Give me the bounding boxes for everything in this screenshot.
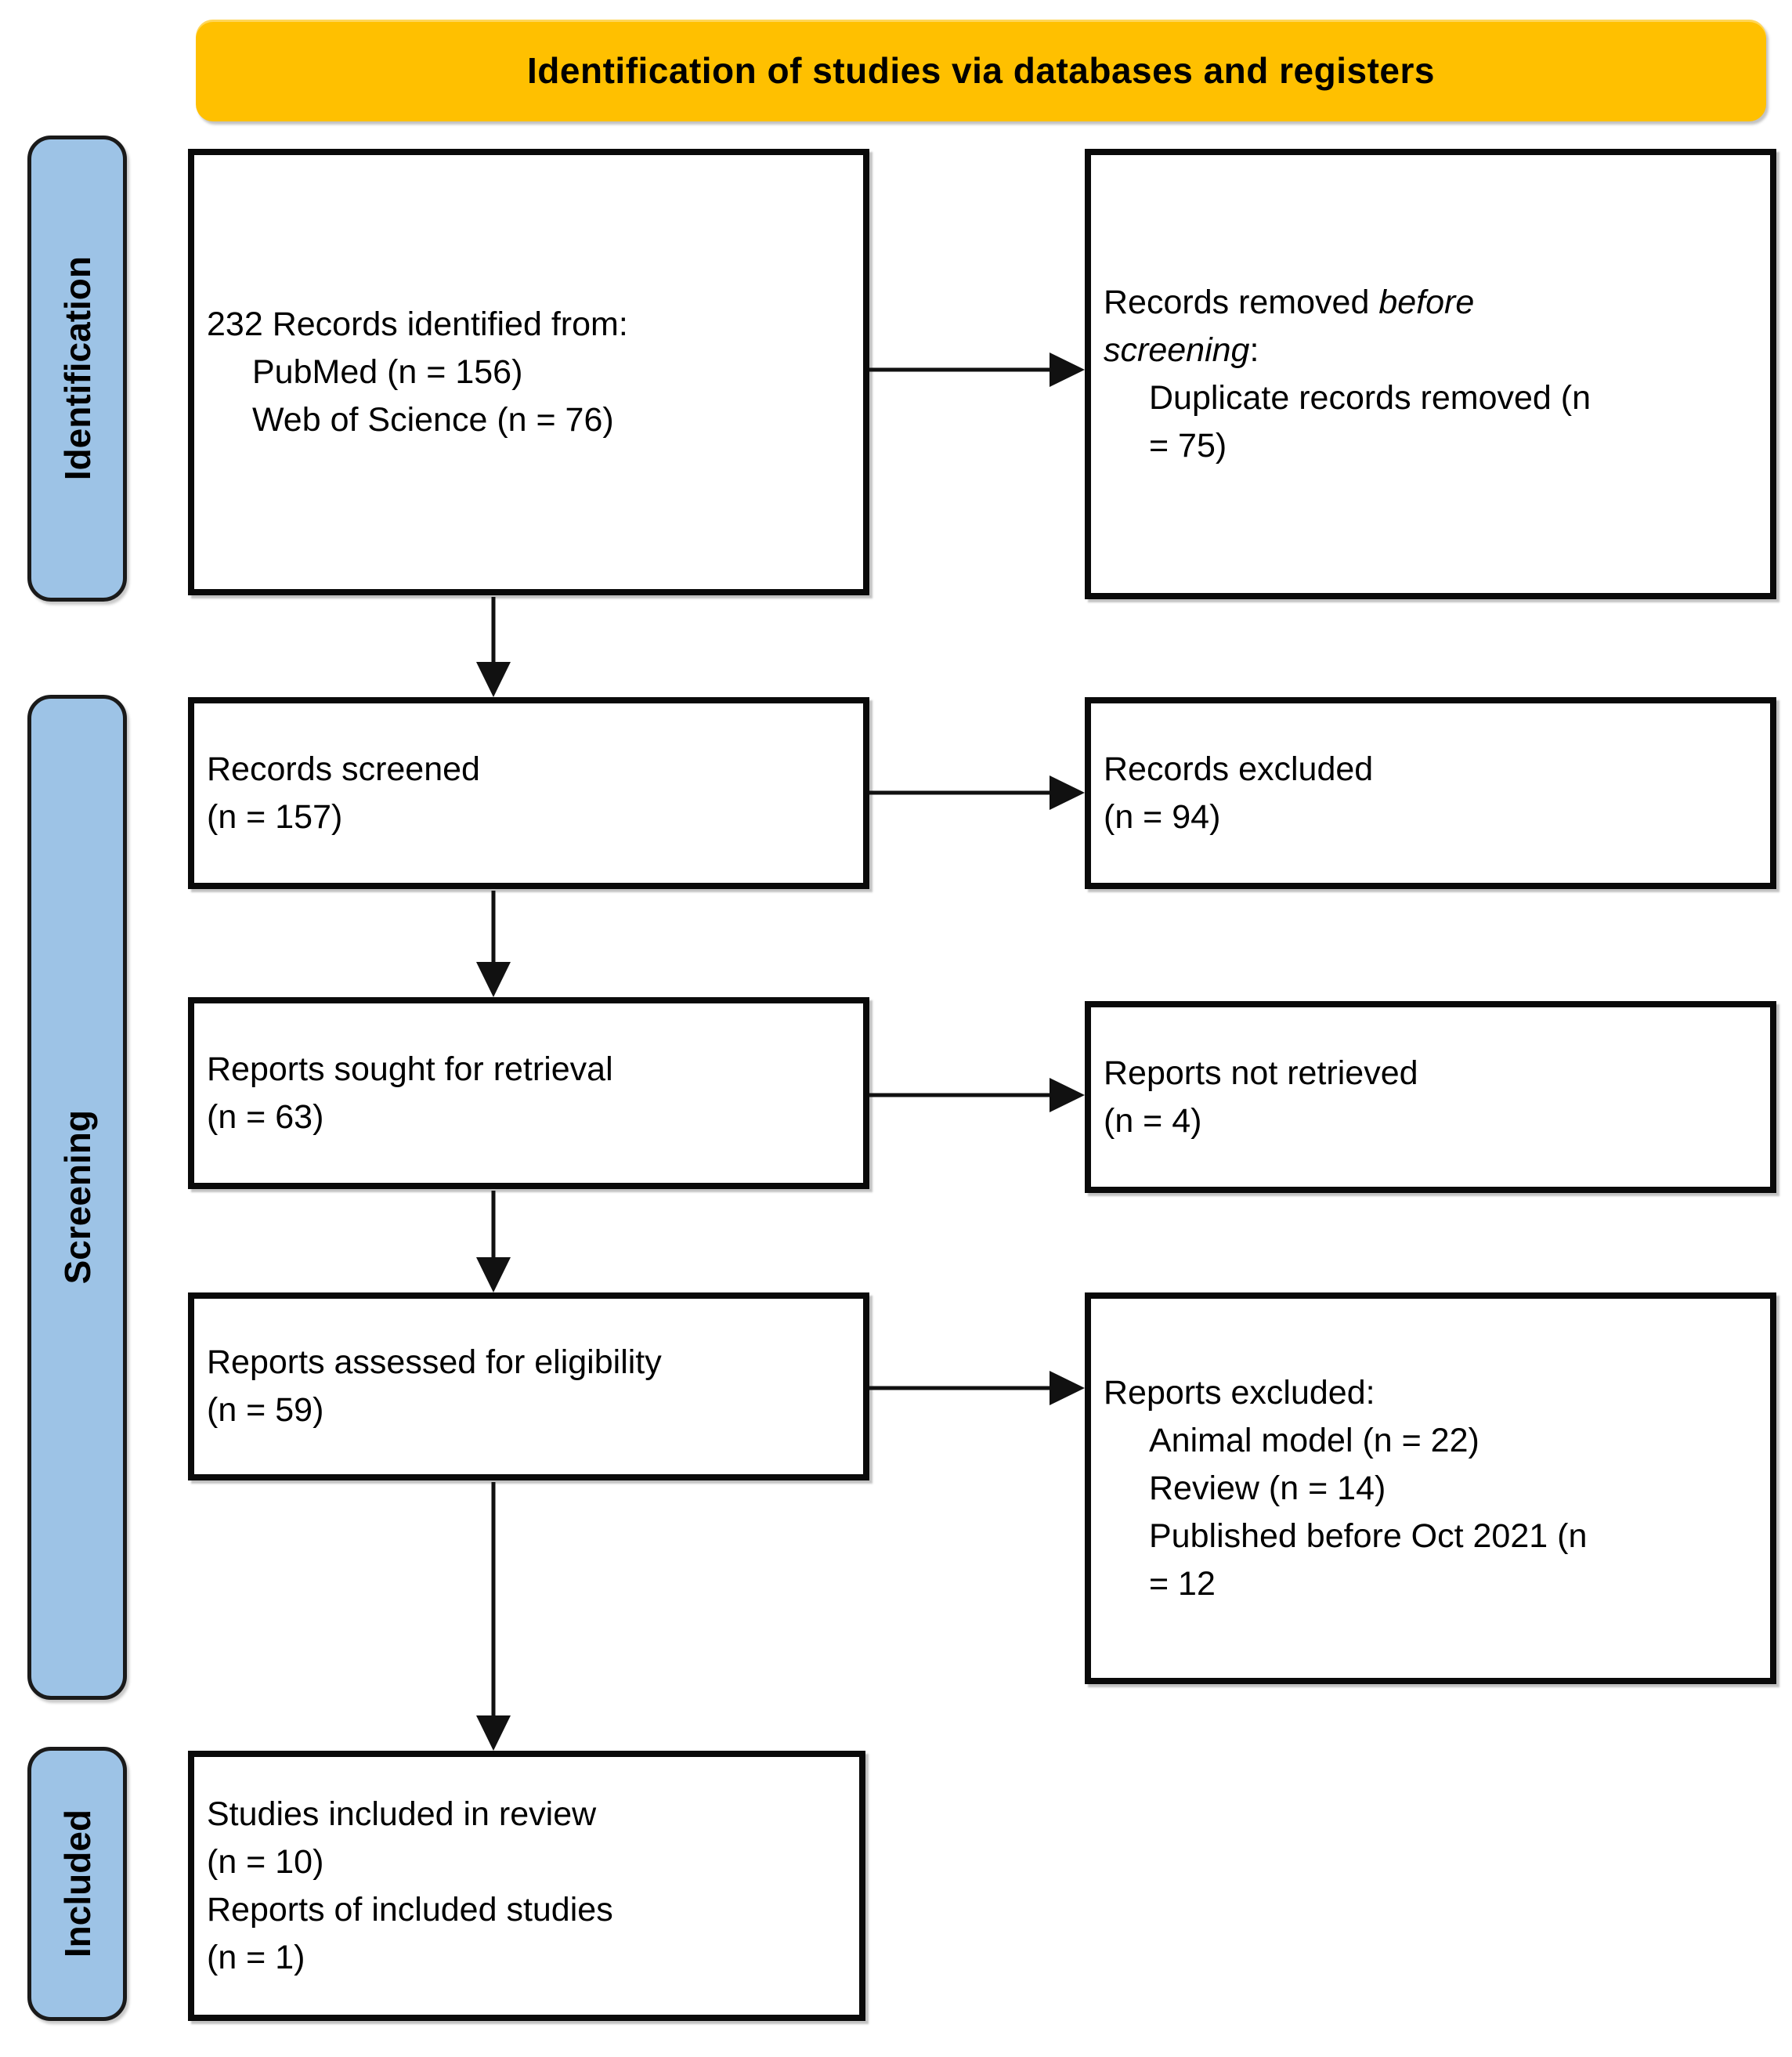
box-reports-not-retrieved: Reports not retrieved (n = 4): [1085, 1001, 1776, 1193]
box-line-text: Review (n = 14): [1149, 1469, 1386, 1507]
box-line: 232 Records identified from:: [207, 301, 855, 349]
box-line-text: Reports not retrieved: [1104, 1054, 1418, 1092]
box-line: (n = 59): [207, 1386, 855, 1434]
arrow-sought-to-assessed: [476, 1191, 511, 1292]
box-line: (n = 4): [1104, 1097, 1762, 1145]
box-reports-excluded: Reports excluded: Animal model (n = 22) Re…: [1085, 1292, 1776, 1684]
box-line-text: Records removed: [1104, 283, 1379, 321]
arrow-sought-to-not-retrieved: [869, 1078, 1085, 1112]
box-line: = 75): [1104, 422, 1762, 470]
box-line: (n = 63): [207, 1094, 855, 1141]
banner: Identification of studies via databases …: [196, 20, 1766, 121]
box-line-text: :: [1249, 331, 1259, 369]
box-line-text: (n = 157): [207, 797, 343, 836]
arrow-screened-to-excluded: [869, 775, 1085, 810]
box-line: (n = 1): [207, 1934, 851, 1982]
box-line: Records excluded: [1104, 746, 1762, 794]
box-line-text: 232 Records identified from:: [207, 305, 628, 343]
box-line: (n = 10): [207, 1838, 851, 1886]
box-line: Reports assessed for eligibility: [207, 1339, 855, 1386]
stage-identification: Identification: [27, 136, 127, 602]
box-line: Records removed before: [1104, 279, 1762, 327]
box-line-text: (n = 10): [207, 1842, 324, 1881]
box-line: Reports of included studies: [207, 1886, 851, 1934]
box-line-text: = 12: [1149, 1564, 1216, 1603]
stage-included: Included: [27, 1747, 127, 2021]
box-line-text: (n = 63): [207, 1097, 324, 1136]
box-line-text-italic: screening: [1104, 331, 1250, 369]
box-records-screened: Records screened (n = 157): [188, 697, 869, 889]
arrow-assessed-to-reports-excluded: [869, 1371, 1085, 1405]
box-line: Animal model (n = 22): [1104, 1417, 1762, 1465]
box-reports-assessed-for-eligibility: Reports assessed for eligibility (n = 59): [188, 1292, 869, 1480]
stage-included-label: Included: [56, 1809, 98, 1958]
box-line: (n = 157): [207, 794, 855, 841]
box-line-text: (n = 4): [1104, 1101, 1202, 1140]
box-line: Reports sought for retrieval: [207, 1046, 855, 1094]
box-line: Web of Science (n = 76): [207, 396, 855, 444]
box-line-text-italic: before: [1378, 283, 1475, 321]
box-line: Studies included in review: [207, 1791, 851, 1838]
arrow-identified-to-removed: [869, 352, 1085, 387]
box-line-text: (n = 59): [207, 1391, 324, 1429]
box-line-text: Records screened: [207, 750, 480, 788]
box-line-text: Studies included in review: [207, 1795, 597, 1833]
box-line: Reports excluded:: [1104, 1369, 1762, 1417]
arrow-screened-to-sought: [476, 891, 511, 997]
stage-identification-label: Identification: [56, 256, 98, 481]
box-line: Review (n = 14): [1104, 1465, 1762, 1513]
box-line-text: Reports sought for retrieval: [207, 1050, 613, 1088]
box-line-text: (n = 1): [207, 1938, 305, 1976]
box-line: Duplicate records removed (n: [1104, 374, 1762, 422]
box-line: Published before Oct 2021 (n: [1104, 1513, 1762, 1560]
box-line: screening:: [1104, 327, 1762, 374]
stage-screening-label: Screening: [56, 1110, 98, 1285]
box-line-text: Records excluded: [1104, 750, 1374, 788]
box-line: Reports not retrieved: [1104, 1050, 1762, 1097]
box-line-text: Published before Oct 2021 (n: [1149, 1517, 1588, 1555]
box-line: = 12: [1104, 1560, 1762, 1608]
box-line-text: PubMed (n = 156): [252, 352, 523, 391]
stage-screening: Screening: [27, 695, 127, 1700]
box-reports-sought-for-retrieval: Reports sought for retrieval (n = 63): [188, 997, 869, 1189]
box-line-text: Reports assessed for eligibility: [207, 1343, 662, 1381]
box-line-text: (n = 94): [1104, 797, 1221, 836]
box-line-text: Reports excluded:: [1104, 1373, 1375, 1412]
box-records-identified: 232 Records identified from: PubMed (n = …: [188, 149, 869, 595]
box-studies-included-in-review: Studies included in review (n = 10) Report…: [188, 1751, 865, 2021]
box-line-text: Duplicate records removed (n: [1149, 378, 1591, 417]
box-line-text: Animal model (n = 22): [1149, 1421, 1479, 1459]
box-line-text: = 75): [1149, 426, 1227, 465]
arrow-assessed-to-included: [476, 1482, 511, 1751]
box-line: PubMed (n = 156): [207, 349, 855, 396]
box-line: (n = 94): [1104, 794, 1762, 841]
box-line: Records screened: [207, 746, 855, 794]
arrow-identified-to-screened: [476, 597, 511, 697]
box-records-excluded: Records excluded (n = 94): [1085, 697, 1776, 889]
box-line-text: Web of Science (n = 76): [252, 400, 614, 439]
banner-title: Identification of studies via databases …: [527, 50, 1435, 91]
box-line-text: Reports of included studies: [207, 1890, 613, 1929]
